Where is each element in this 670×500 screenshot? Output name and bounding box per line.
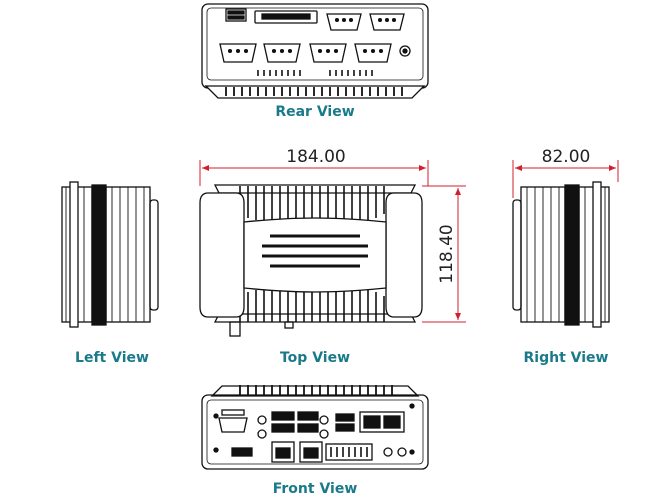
right-view-drawing	[512, 181, 610, 328]
vent-slots	[257, 70, 373, 76]
db9-connector-icon	[369, 13, 405, 31]
width-dimension	[199, 160, 429, 186]
front-view-label: Front View	[273, 481, 358, 497]
top-view-drawing	[199, 184, 423, 337]
left-view-label: Left View	[75, 350, 149, 366]
height-dimension	[512, 160, 619, 198]
db9-connector-icon	[263, 43, 301, 63]
rear-view-label: Rear View	[275, 104, 354, 120]
right-view-label: Right View	[524, 350, 609, 366]
rear-view-drawing	[201, 3, 429, 99]
db9-connector-icon	[309, 43, 347, 63]
top-view-label: Top View	[280, 350, 350, 366]
depth-dimension	[422, 185, 466, 323]
db9-connector-icon	[354, 43, 392, 63]
db9-connector-icon	[326, 13, 362, 31]
left-view-drawing	[61, 181, 159, 328]
width-dimension-value: 184.00	[286, 147, 345, 167]
front-view-drawing	[201, 385, 429, 470]
height-dimension-value: 82.00	[542, 147, 591, 167]
power-jack-icon	[399, 45, 411, 57]
db9-connector-icon	[219, 43, 257, 63]
depth-dimension-value: 118.40	[437, 224, 457, 283]
db9-connector-icon	[218, 409, 248, 433]
